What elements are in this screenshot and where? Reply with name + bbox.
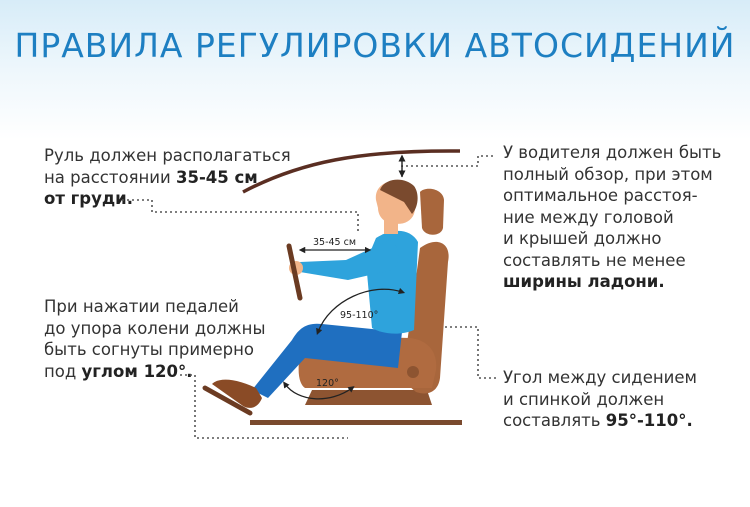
leader-lines: [122, 155, 496, 439]
seat-base: [305, 390, 432, 405]
leader-seat: [445, 326, 496, 379]
note-line: и крышей должно: [503, 229, 662, 248]
note-line: У водителя должен быть: [503, 143, 722, 162]
note-line: до упора колени должны: [44, 318, 266, 338]
page-title: ПРАВИЛА РЕГУЛИРОВКИ АВТОСИДЕНИЙ: [14, 26, 736, 65]
highlight-knee-angle: углом 120°.: [81, 361, 193, 381]
knee-angle-arc: [283, 381, 355, 400]
driver-hair: [380, 179, 418, 214]
knee-angle-note: При нажатии педалей до упора колени долж…: [44, 296, 265, 382]
driver-legs: [252, 323, 402, 398]
note-line: полный обзор, при этом: [503, 164, 713, 184]
leader-steering: [122, 199, 359, 232]
car-floor: [250, 420, 462, 425]
highlight-seat-angle: 95°-110°.: [605, 411, 693, 430]
leader-roof: [401, 155, 496, 177]
back-angle-label: 95-110°: [340, 310, 378, 321]
seat-headrest: [420, 188, 444, 235]
driver-arm: [300, 240, 399, 280]
car-roof-line: [242, 149, 461, 194]
steering-wheel: [286, 243, 303, 301]
seat-adjuster-knob: [407, 366, 419, 378]
note-line: Угол между сидением: [503, 368, 697, 387]
distance-label: 35-45 см: [313, 237, 356, 248]
note-line: составлять: [503, 411, 606, 430]
note-line: на расстоянии: [44, 167, 176, 187]
note-line: и спинкой должен: [503, 389, 665, 409]
note-line: под: [44, 361, 82, 381]
note-line: быть согнуты примерно: [44, 340, 254, 359]
seat-angle-note: Угол между сидением и спинкой должен сос…: [503, 367, 697, 432]
note-line: Руль должен располагаться: [44, 146, 291, 165]
head-clearance-note: У водителя должен быть полный обзор, при…: [503, 142, 721, 293]
note-line: ние между головой: [503, 207, 674, 227]
leader-knee: [180, 374, 348, 439]
steering-distance-note: Руль должен располагаться на расстоянии …: [44, 145, 291, 210]
knee-angle-label: 120°: [316, 378, 339, 389]
highlight-chest: от груди.: [44, 189, 133, 208]
note-line: При нажатии педалей: [44, 297, 239, 316]
pedal: [202, 385, 253, 416]
highlight-distance: 35-45 см: [175, 167, 258, 187]
note-line: оптимальное расстоя-: [503, 186, 698, 205]
note-line: составлять не менее: [503, 250, 686, 270]
driver-shoe: [212, 379, 262, 408]
back-angle-arc: [316, 287, 406, 336]
highlight-palm: ширины ладони.: [503, 272, 665, 291]
